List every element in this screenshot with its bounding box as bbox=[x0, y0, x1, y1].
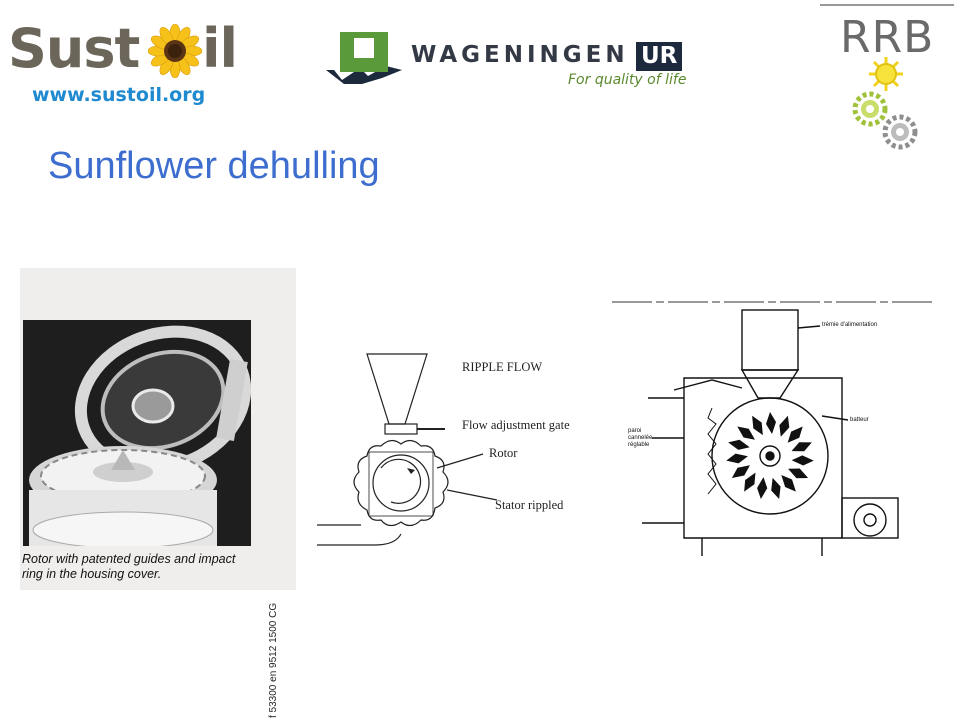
sustoil-logo: Sust il bbox=[8, 17, 238, 80]
rrb-logo: RRB bbox=[820, 4, 960, 150]
sustoil-logo-suffix: il bbox=[202, 17, 238, 80]
flow-adjustment-gate-label: Flow adjustment gate bbox=[462, 418, 570, 432]
dehuller-rotor-illustration bbox=[29, 325, 252, 549]
photo-image bbox=[23, 320, 252, 549]
rotor-label: Rotor bbox=[489, 446, 518, 460]
ripple-flow-diagram: RIPPLE FLOW Flow adjustment gate Rotor S… bbox=[315, 340, 605, 560]
panel-label-line2: cannelée bbox=[628, 435, 653, 441]
wur-tagline: For quality of life bbox=[568, 72, 687, 88]
dehuller-photo: Rotor with patented guides and impact ri… bbox=[20, 268, 296, 718]
panel-label-line3: réglable bbox=[628, 442, 650, 448]
ripple-flow-label: RIPPLE FLOW bbox=[462, 360, 543, 374]
beater-dehuller-drawing: trémie d'alimentation batteur paroi cann… bbox=[612, 298, 936, 558]
wur-name: WAGENINGEN bbox=[411, 42, 629, 68]
sunflower-icon bbox=[148, 24, 202, 78]
machine-drawing bbox=[612, 301, 934, 556]
panel-label: paroi cannelée réglable bbox=[628, 428, 652, 449]
beater-label: batteur bbox=[850, 417, 869, 423]
photo-caption-line2: ring in the housing cover. bbox=[22, 567, 162, 581]
photo-caption: Rotor with patented guides and impact ri… bbox=[22, 552, 235, 582]
rrb-divider bbox=[820, 4, 954, 6]
page-title: Sunflower dehulling bbox=[48, 145, 380, 187]
wageningen-ur-logo: WAGENINGEN UR For quality of life bbox=[322, 28, 692, 92]
photo-code: f 53300 en 9512 1500 CG bbox=[268, 602, 279, 718]
ripple-flow-schematic bbox=[317, 353, 498, 546]
panel-label-line1: paroi bbox=[628, 428, 642, 434]
sustoil-url[interactable]: www.sustoil.org bbox=[32, 84, 206, 106]
stator-rippled-label: Stator rippled bbox=[495, 498, 564, 512]
rrb-text: RRB bbox=[840, 12, 935, 63]
hopper-label: trémie d'alimentation bbox=[822, 322, 878, 328]
wur-ur-block: UR bbox=[636, 42, 683, 71]
gears-icon bbox=[852, 57, 918, 150]
sustoil-logo-prefix: Sust bbox=[8, 17, 140, 80]
photo-caption-line1: Rotor with patented guides and impact bbox=[22, 552, 236, 566]
wur-emblem-icon bbox=[326, 32, 402, 84]
